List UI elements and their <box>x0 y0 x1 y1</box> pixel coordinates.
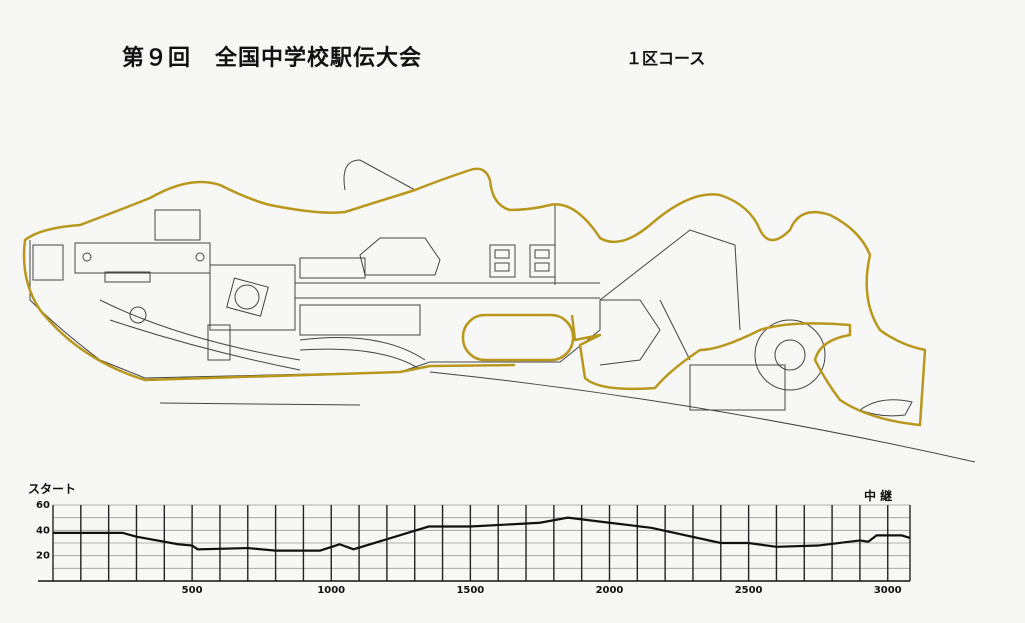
road <box>299 337 426 369</box>
building <box>299 304 421 336</box>
building <box>689 364 786 411</box>
road <box>429 371 976 463</box>
document-title: 第９回全国中学校駅伝大会 <box>122 40 422 72</box>
building <box>494 249 510 259</box>
y-tick-label: 60 <box>36 500 50 511</box>
fountain <box>129 306 147 324</box>
course-route <box>22 167 927 427</box>
road <box>295 282 600 299</box>
road <box>343 159 741 361</box>
fountain <box>195 252 205 262</box>
x-tick-label: 1500 <box>456 585 484 596</box>
start-label: スタート <box>28 482 76 496</box>
road <box>99 299 301 371</box>
course-map <box>22 159 976 463</box>
section-label: １区コース <box>626 49 706 68</box>
x-tick-label: 2500 <box>735 585 763 596</box>
stadium-inner <box>774 339 806 371</box>
building <box>104 271 151 283</box>
x-tick-label: 2000 <box>596 585 624 596</box>
map-structures <box>29 159 976 463</box>
y-tick-label: 20 <box>36 551 50 562</box>
building <box>534 262 550 272</box>
edition-label: 第９回 <box>122 46 192 71</box>
building <box>489 244 516 278</box>
y-tick-label: 40 <box>36 525 50 536</box>
building <box>494 262 510 272</box>
relay-label: 中 継 <box>864 488 892 503</box>
building <box>226 277 269 317</box>
event-name: 全国中学校駅伝大会 <box>215 46 423 71</box>
x-tick-label: 500 <box>182 585 203 596</box>
elevation-line <box>53 516 911 552</box>
building <box>534 249 550 259</box>
x-tick-label: 3000 <box>874 585 902 596</box>
building <box>299 257 366 279</box>
building <box>74 242 211 274</box>
building <box>32 244 64 281</box>
building <box>359 237 441 276</box>
running-track <box>461 313 575 362</box>
scale-bar <box>159 402 361 406</box>
x-tick-label: 1000 <box>317 585 345 596</box>
building <box>154 209 201 241</box>
plaza-circle <box>234 284 260 310</box>
stadium <box>754 319 826 391</box>
fountain <box>82 252 92 262</box>
building <box>207 324 231 361</box>
pond <box>858 399 913 417</box>
